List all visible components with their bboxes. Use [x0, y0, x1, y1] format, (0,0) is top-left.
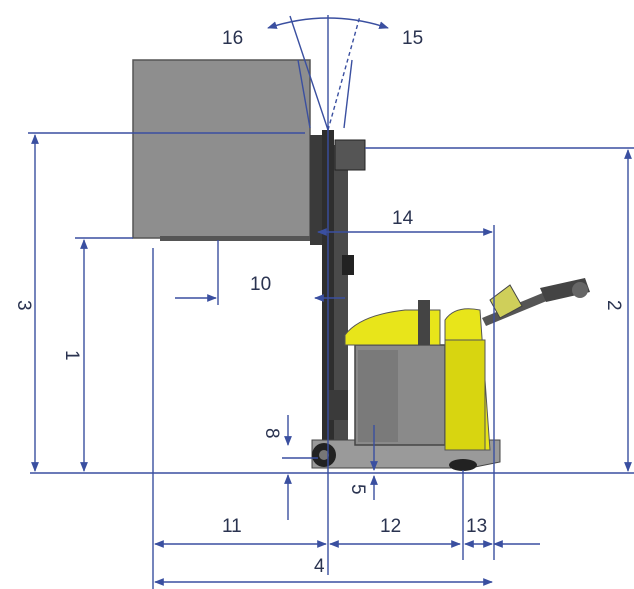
dim-label-1: 1 [61, 350, 82, 361]
tiller-arm [482, 278, 590, 326]
yellow-hood [344, 309, 441, 346]
dim-label-10: 10 [250, 274, 271, 295]
dim-label-11: 11 [222, 516, 242, 537]
rear-wheel [449, 459, 477, 471]
stacker-truck [132, 59, 590, 471]
dim-label-15: 15 [402, 28, 423, 49]
dim-label-12: 12 [380, 516, 401, 537]
mast [322, 130, 366, 465]
dim-label-3: 3 [13, 300, 34, 311]
forks [160, 236, 328, 241]
fork-carriage [310, 135, 322, 245]
dimension-labels: 16 15 14 10 3 1 2 8 5 11 12 13 4 [13, 28, 624, 577]
dim-label-2: 2 [603, 300, 624, 311]
dim-label-13: 13 [466, 516, 487, 537]
load-box [132, 59, 311, 239]
dim-label-16: 16 [222, 28, 243, 49]
dim-label-4: 4 [314, 556, 325, 577]
dim-label-8: 8 [261, 428, 282, 439]
dim-label-14: 14 [392, 208, 414, 229]
dimension-lines [28, 15, 634, 589]
dim-label-5: 5 [347, 484, 368, 495]
